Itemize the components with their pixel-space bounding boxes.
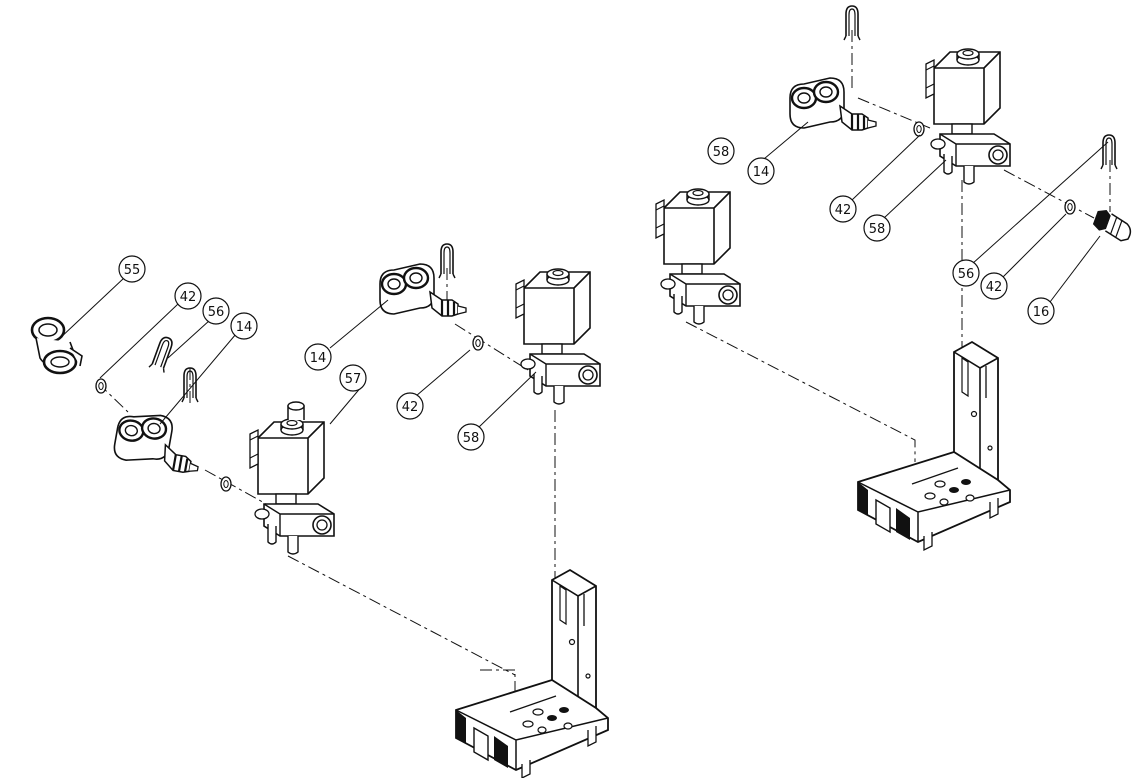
valve-57: [249, 401, 335, 555]
svg-text:14: 14: [236, 320, 253, 335]
callout-14-a: 14: [230, 312, 258, 340]
svg-text:14: 14: [310, 351, 327, 366]
callout-57: 57: [339, 364, 367, 392]
valve-58-mid: [515, 268, 601, 405]
svg-text:55: 55: [124, 263, 141, 278]
callout-42-d: 42: [980, 272, 1008, 300]
valve-58-right: [925, 48, 1011, 185]
connector-14-left: [110, 407, 207, 476]
callout-55: 55: [118, 255, 146, 283]
callout-42-b: 42: [396, 392, 424, 420]
svg-text:42: 42: [180, 290, 197, 305]
callout-58-b: 58: [707, 137, 735, 165]
callout-58-a: 58: [457, 423, 485, 451]
svg-text:56: 56: [208, 305, 225, 320]
dash-lines-left: [97, 268, 556, 692]
callout-16: 16: [1027, 297, 1055, 325]
callout-14-b: 14: [304, 343, 332, 371]
callout-56-a: 56: [202, 297, 230, 325]
dash-lines-right: [685, 30, 1111, 462]
svg-text:56: 56: [958, 267, 975, 282]
leader-lines: [57, 121, 1109, 429]
o-ring-42-left: [95, 378, 107, 394]
valve-58-left: [655, 188, 741, 325]
plug-16: [1090, 206, 1136, 244]
clip-56-right: [1100, 134, 1118, 170]
callout-56-b: 56: [952, 259, 980, 287]
svg-text:57: 57: [345, 372, 362, 387]
svg-text:16: 16: [1033, 305, 1050, 320]
svg-text:58: 58: [713, 145, 730, 160]
svg-text:58: 58: [463, 431, 480, 446]
connector-14-right: [788, 76, 878, 132]
elbow-fitting-55: [30, 316, 84, 375]
callout-14-c: 14: [747, 157, 775, 185]
clip-56-left: [148, 334, 177, 374]
callout-42-c: 42: [829, 195, 857, 223]
callout-42-a: 42: [174, 282, 202, 310]
o-ring-42-right: [913, 121, 925, 137]
svg-text:42: 42: [835, 203, 852, 218]
svg-text:14: 14: [753, 165, 770, 180]
svg-text:42: 42: [986, 280, 1003, 295]
svg-text:58: 58: [869, 222, 886, 237]
o-ring-42-mid: [472, 335, 484, 351]
o-ring-42-right-b: [1064, 199, 1076, 215]
o-ring-42-left-b: [220, 476, 232, 492]
bracket-right: [857, 341, 1011, 551]
callout-58-c: 58: [863, 214, 891, 242]
svg-text:42: 42: [402, 400, 419, 415]
bracket-left: [455, 569, 609, 778]
